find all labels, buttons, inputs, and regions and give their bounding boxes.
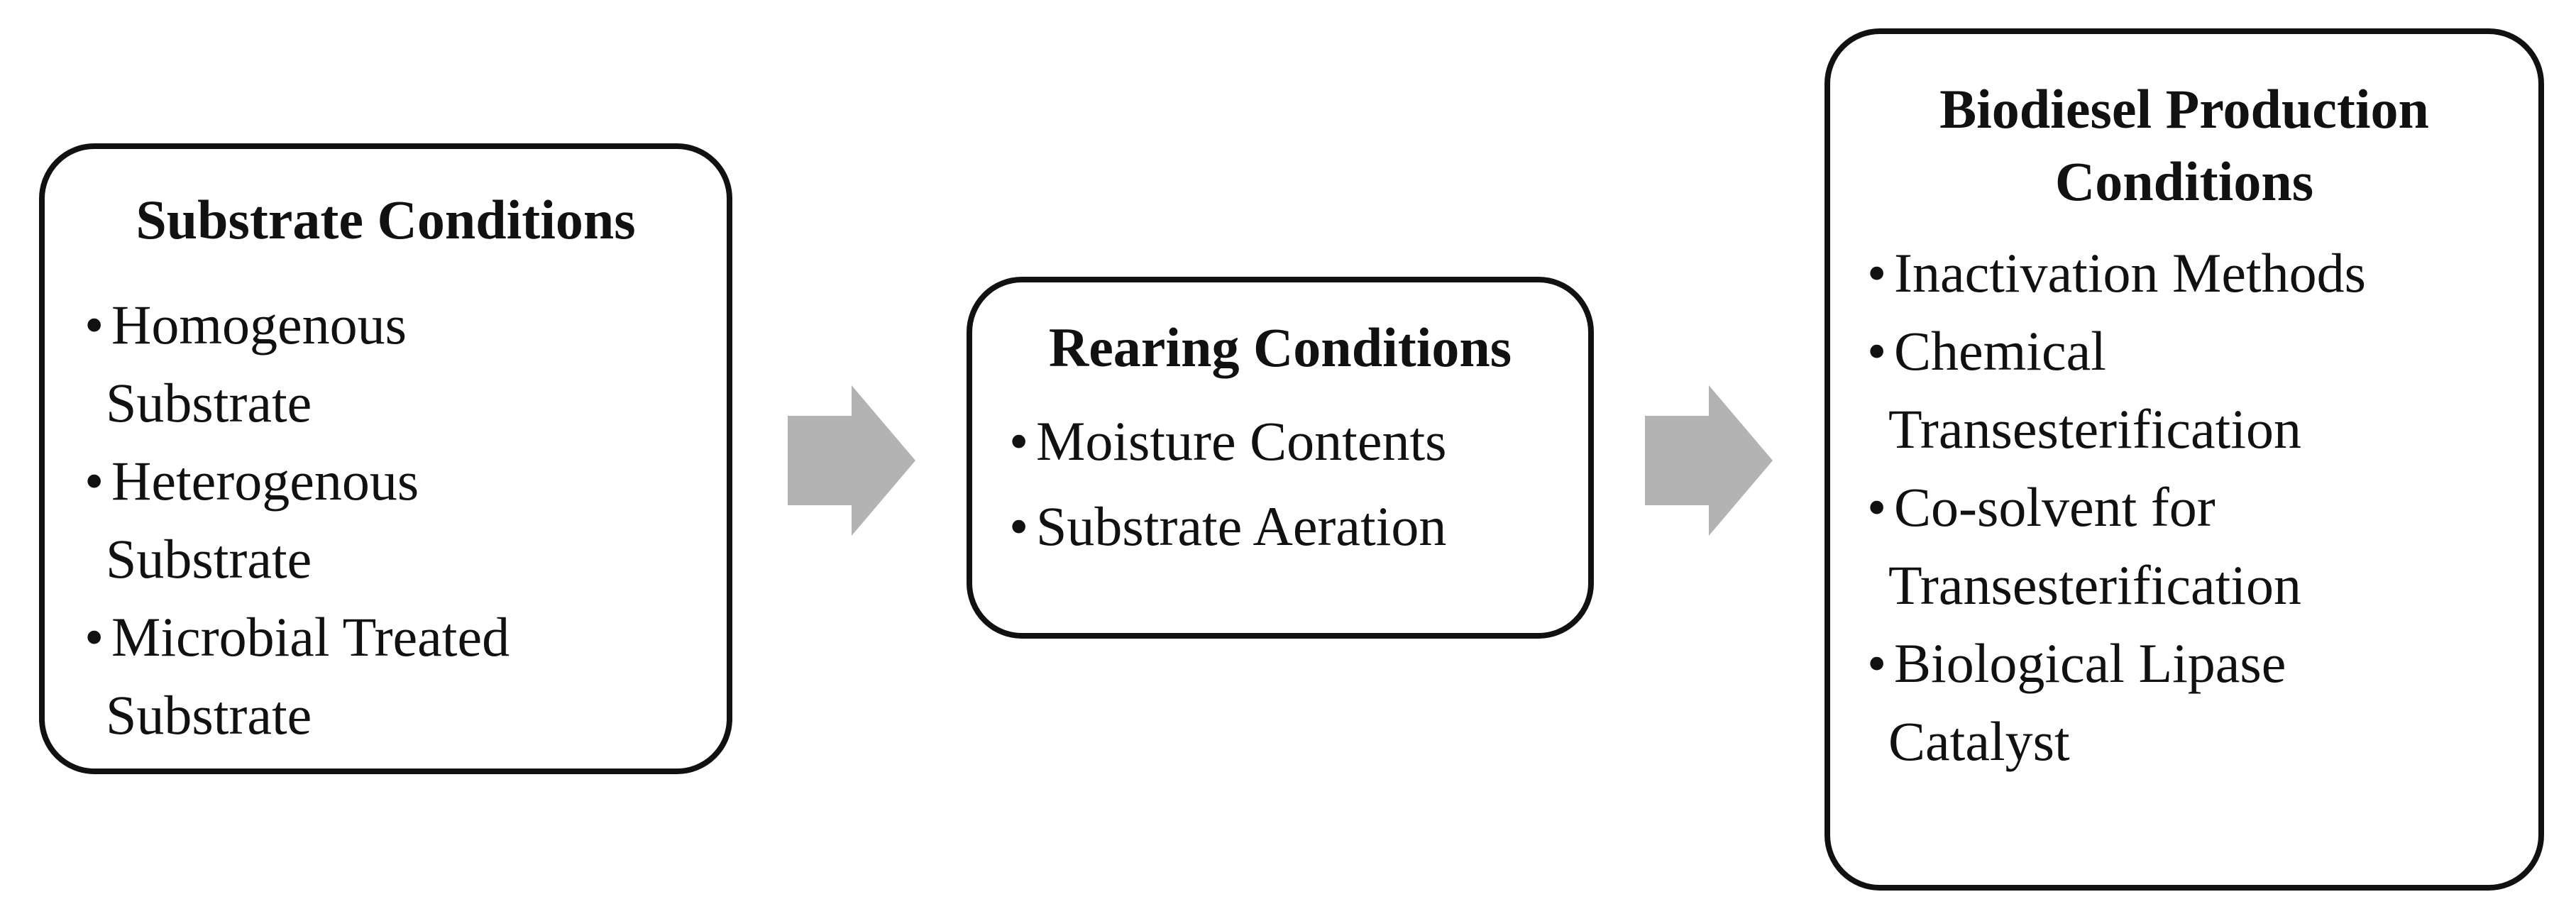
title-line-1: Biodiesel Production	[1939, 78, 2429, 140]
item-text: Biological Lipase	[1894, 632, 2286, 694]
item-text-continued: Transesterification	[1888, 554, 2301, 616]
bullet: •	[1867, 320, 1887, 382]
arrow-shape	[1645, 385, 1773, 536]
bullet: •	[1009, 410, 1029, 472]
bullet: •	[1867, 242, 1887, 304]
item-text: Heterogenous	[111, 450, 419, 512]
list-item: • Biological Lipase Catalyst	[1867, 624, 2366, 781]
list-item: • Co-solvent for Transesterification	[1867, 468, 2366, 624]
list-item: • Microbial Treated Substrate	[84, 598, 510, 754]
list-item: • Inactivation Methods	[1867, 234, 2366, 312]
rearing-conditions-box: Rearing Conditions • Moisture Contents •…	[967, 277, 1594, 639]
bullet: •	[84, 450, 104, 512]
item-text: Inactivation Methods	[1894, 242, 2367, 304]
bullet: •	[1009, 495, 1029, 557]
arrow-shape	[788, 385, 915, 536]
flow-arrow-2	[1645, 385, 1773, 536]
biodiesel-production-conditions-box: Biodiesel Production Conditions • Inacti…	[1824, 28, 2544, 891]
bullet: •	[84, 294, 104, 356]
item-text-continued: Catalyst	[1888, 710, 2070, 772]
item-text: Moisture Contents	[1036, 410, 1447, 472]
item-text: Co-solvent for	[1894, 476, 2216, 538]
item-text: Substrate Aeration	[1036, 495, 1447, 557]
item-text-continued: Substrate	[106, 372, 312, 434]
flow-arrow-1	[788, 385, 915, 536]
item-text-continued: Transesterification	[1888, 398, 2301, 460]
list-item: • Moisture Contents	[1009, 399, 1447, 484]
rearing-conditions-list: • Moisture Contents • Substrate Aeration	[1009, 399, 1447, 569]
list-item: • Substrate Aeration	[1009, 484, 1447, 569]
substrate-conditions-list: • Homogenous Substrate • Heterogenous Su…	[84, 286, 510, 754]
list-item: • Homogenous Substrate	[84, 286, 510, 442]
list-item: • Chemical Transesterification	[1867, 312, 2366, 468]
biodiesel-production-conditions-list: • Inactivation Methods • Chemical Transe…	[1867, 234, 2366, 781]
rearing-conditions-title: Rearing Conditions	[1048, 316, 1512, 378]
item-text: Chemical	[1894, 320, 2106, 382]
bullet: •	[84, 606, 104, 668]
bullet: •	[1867, 632, 1887, 694]
list-item: • Heterogenous Substrate	[84, 442, 510, 598]
item-text-continued: Substrate	[106, 684, 312, 746]
bullet: •	[1867, 476, 1887, 538]
title-line-2: Conditions	[2054, 150, 2314, 212]
item-text-continued: Substrate	[106, 528, 312, 590]
item-text: Microbial Treated	[111, 606, 510, 668]
biodiesel-production-conditions-title: Biodiesel Production Conditions	[1830, 73, 2538, 218]
substrate-conditions-box: Substrate Conditions • Homogenous Substr…	[39, 143, 732, 774]
substrate-conditions-title: Substrate Conditions	[136, 189, 636, 250]
item-text: Homogenous	[111, 294, 407, 356]
